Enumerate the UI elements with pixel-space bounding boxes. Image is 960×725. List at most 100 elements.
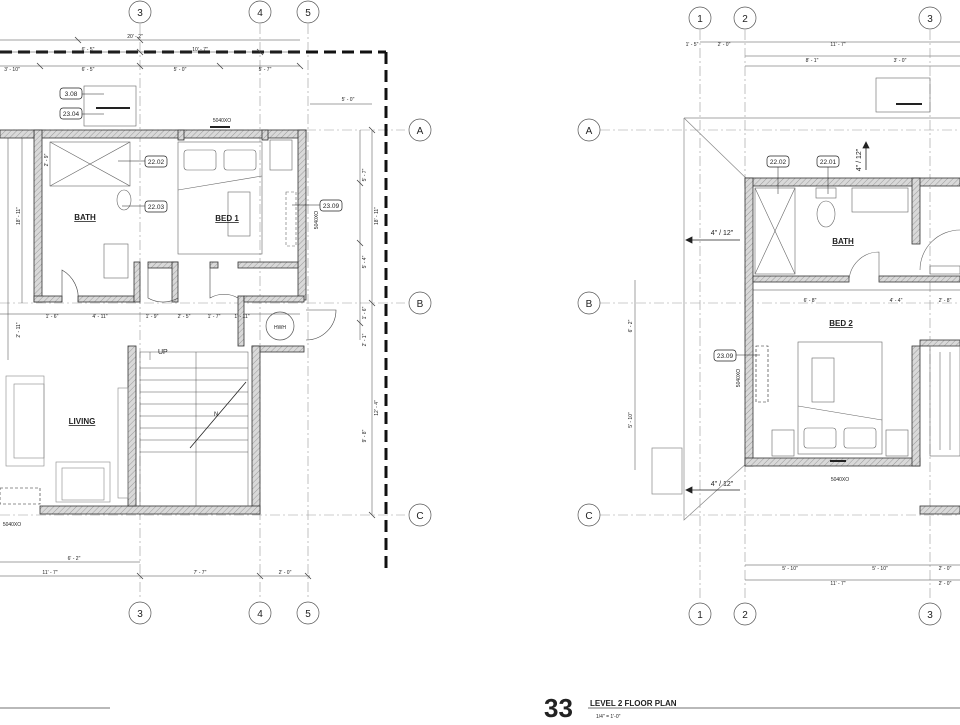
left-dim-ticks <box>36 36 376 580</box>
hwh-label: HWH <box>274 325 286 331</box>
right-window-label-1: 5040XO <box>736 369 742 387</box>
grid-bottom-1: 1 <box>697 610 703 621</box>
dim-bottom: 2' - 0" <box>939 581 952 587</box>
left-window-label-2: 5040XO <box>314 211 320 229</box>
dim-mid: 2' - 5" <box>178 314 191 320</box>
dim-mid: 1' - 6" <box>46 314 59 320</box>
dim-bottom: 5' - 10" <box>872 566 888 572</box>
drawing-number: 33 <box>544 693 573 720</box>
left-dim-lines <box>0 39 373 577</box>
grid-bubble <box>408 503 432 527</box>
bed-1-furniture <box>177 139 297 255</box>
grid-bubble <box>248 0 272 24</box>
title-block: 33 LEVEL 2 FLOOR PLAN 1/4" = 1'-0" <box>0 693 960 723</box>
dim-top: 6' - 5" <box>82 47 95 53</box>
dim-top: 5' - 0" <box>174 67 187 73</box>
tag-box <box>144 155 168 168</box>
grid-bottom-2: 2 <box>742 610 748 621</box>
dim-mid: 1' - 11" <box>234 314 249 320</box>
dim-left: 2' - 9" <box>44 153 50 166</box>
drawing-scale: 1/4" = 1'-0" <box>596 714 621 720</box>
left-stairs <box>139 351 249 507</box>
dim-bottom: 7' - 7" <box>194 570 207 576</box>
dim-top-overall: 20' - 2" <box>127 34 143 40</box>
dim-top: 3' - 10" <box>4 67 20 73</box>
dim-left: 5' - 10" <box>628 412 634 428</box>
tag-22-02: 22.02 <box>770 159 787 166</box>
bed-2-label: BED 2 <box>829 319 853 328</box>
grid-bubble <box>408 118 432 142</box>
dim-bottom: 5' - 10" <box>782 566 798 572</box>
dim-mid: 1' - 7" <box>208 314 221 320</box>
right-bath-fixtures <box>754 77 960 283</box>
dim-right: 5' - 7" <box>362 168 368 181</box>
dim-top: 2' - 0" <box>718 42 731 48</box>
bed-1-label: BED 1 <box>215 214 239 223</box>
grid-bottom-3: 3 <box>927 610 933 621</box>
left-walls <box>0 129 307 515</box>
dim-right: 1' - 6" <box>362 306 368 319</box>
grid-bubble <box>577 291 601 315</box>
tag-box <box>319 199 343 212</box>
left-dim-text: 20' - 2" 6' - 5" 10' - 7" 3' - 10" 6' - … <box>4 34 380 576</box>
dim-right: 9' - 8" <box>362 429 368 442</box>
left-window-label-3: 5040XO <box>3 522 21 528</box>
left-grid-bubbles: 3 4 5 3 4 5 A B C <box>128 0 432 625</box>
dim-top: 10' - 7" <box>192 47 208 53</box>
tag-3-08: 3.08 <box>65 91 78 98</box>
up-label: UP <box>158 349 168 356</box>
grid-bottom-3: 3 <box>137 609 143 620</box>
tag-23-04: 23.04 <box>63 111 80 118</box>
dim-top: 11' - 7" <box>830 42 845 48</box>
slope-label-1: 4" / 12" <box>711 230 734 237</box>
grid-bubble <box>296 0 320 24</box>
north-label: N <box>214 412 218 418</box>
hwh-circle <box>265 311 295 341</box>
dim-right: 12' - 4" <box>374 400 380 416</box>
grid-bubble <box>918 6 942 30</box>
dim-left: 18' - 11" <box>16 207 22 225</box>
dim-bottom: 2' - 0" <box>279 570 292 576</box>
grid-bubble <box>918 602 942 626</box>
dim-top: 1' - 5" <box>686 42 699 48</box>
grid-row-a: A <box>417 126 424 137</box>
grid-top-5: 5 <box>305 8 311 19</box>
right-walls <box>744 177 960 515</box>
dim-mid: 4' - 4" <box>890 298 903 304</box>
grid-row-b: B <box>586 299 593 310</box>
tag-box <box>59 87 83 100</box>
left-window-label-1: 5040XO <box>213 118 231 124</box>
grid-bubble <box>688 602 712 626</box>
tag-23-09: 23.09 <box>323 203 340 210</box>
dim-top: 8' - 1" <box>806 58 819 64</box>
right-bath-label: BATH <box>832 237 854 246</box>
dim-right: 2' - 1" <box>362 333 368 346</box>
grid-top-3: 3 <box>137 8 143 19</box>
dim-right: 18' - 11" <box>374 207 380 225</box>
right-tags: 22.02 22.01 23.09 <box>713 155 840 362</box>
right-dim-lines <box>634 280 960 581</box>
grid-row-c: C <box>416 511 423 522</box>
left-bath-fixtures <box>49 85 137 279</box>
grid-row-b: B <box>417 299 424 310</box>
tag-23-09: 23.09 <box>717 353 734 360</box>
tag-box <box>59 107 83 120</box>
tag-22-01: 22.01 <box>820 159 837 166</box>
grid-bubble <box>128 601 152 625</box>
grid-bubble <box>248 601 272 625</box>
dim-bottom: 11' - 7" <box>830 581 845 587</box>
dim-mid: 1' - 9" <box>146 314 159 320</box>
dim-left: 6' - 2" <box>628 319 634 332</box>
grid-row-c: C <box>585 511 592 522</box>
grid-row-a: A <box>586 126 593 137</box>
dim-mid: 2' - 8" <box>939 298 952 304</box>
right-grid-bubbles: 1 2 3 1 2 3 A B C <box>577 6 942 626</box>
grid-bottom-4: 4 <box>257 609 263 620</box>
grid-bubble <box>128 0 152 24</box>
left-doors <box>61 268 337 341</box>
dim-mid: 4' - 11" <box>92 314 107 320</box>
grid-bubble <box>688 6 712 30</box>
dim-top: 5' - 0" <box>342 97 355 103</box>
